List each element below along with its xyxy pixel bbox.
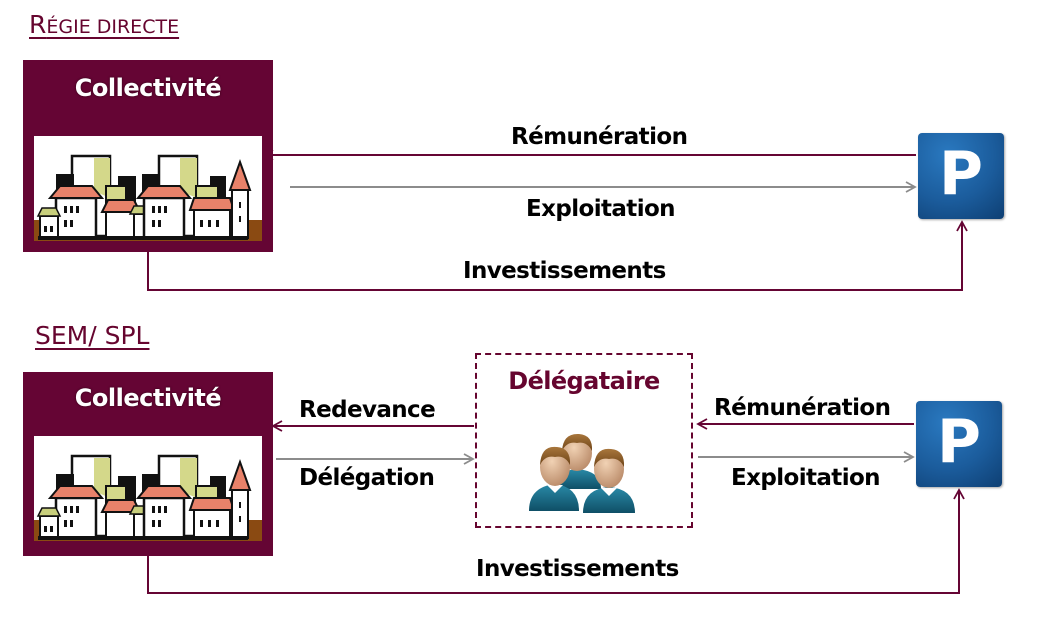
collectivite-box-top: Collectivité bbox=[23, 60, 273, 252]
parking-letter: P bbox=[939, 139, 983, 209]
collectivite-title: Collectivité bbox=[74, 74, 222, 102]
label-remuneration-bottom: Rémunération bbox=[714, 395, 891, 421]
collectivite-title: Collectivité bbox=[74, 384, 222, 412]
title-initial: R bbox=[29, 10, 47, 39]
section-title-sem-spl: SEM/ SPL bbox=[35, 321, 150, 350]
label-investissements-top: Investissements bbox=[463, 258, 666, 284]
arrow-investissements-bottom bbox=[147, 488, 965, 594]
parking-letter: P bbox=[937, 407, 981, 477]
town-illustration-icon bbox=[34, 436, 262, 541]
delegataire-title: Délégataire bbox=[508, 367, 660, 395]
parking-sign-icon: P bbox=[916, 401, 1002, 487]
town-illustration-icon bbox=[34, 136, 262, 241]
label-delegation: Délégation bbox=[299, 465, 435, 491]
label-remuneration-top: Rémunération bbox=[511, 124, 688, 150]
label-redevance: Redevance bbox=[299, 397, 436, 423]
label-exploitation-top: Exploitation bbox=[526, 196, 676, 222]
label-exploitation-bottom: Exploitation bbox=[731, 465, 881, 491]
arrow-investissements-top bbox=[147, 220, 968, 291]
section-title-regie-directe: RÉGIE DIRECTE bbox=[29, 10, 179, 39]
people-group-icon bbox=[529, 433, 635, 513]
parking-sign-icon: P bbox=[918, 133, 1004, 219]
collectivite-box-bottom: Collectivité bbox=[23, 372, 273, 556]
title-rest: ÉGIE DIRECTE bbox=[46, 16, 180, 38]
label-investissements-bottom: Investissements bbox=[476, 556, 679, 582]
delegataire-box: Délégataire bbox=[475, 353, 693, 528]
